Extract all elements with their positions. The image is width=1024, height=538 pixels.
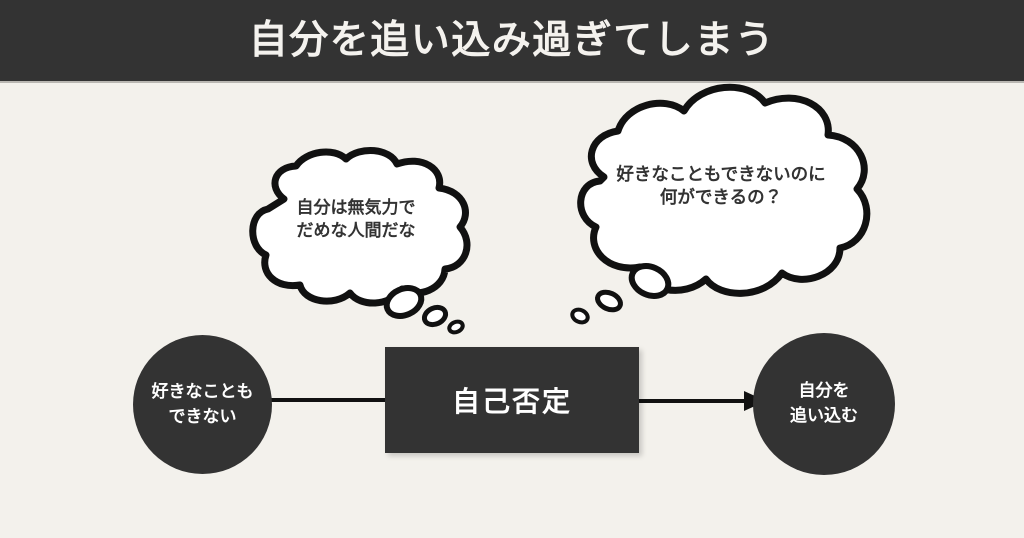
thought-tail-bubble-1 [383,285,425,319]
thought-bubble-right-shape [570,83,871,325]
connector-line [258,398,390,402]
thought-tail-bubble-2 [595,289,623,313]
flow-node-left: 好きなことも できない [133,335,272,474]
page-title: 自分を追い込み過ぎてしまう [248,19,776,62]
diagram-canvas: 自分は無気力で だめな人間だな 好きなこともできないのに 何ができるの？ 好きな… [0,83,1024,538]
thought-tail-bubble-2 [421,304,449,328]
header-bar: 自分を追い込み過ぎてしまう [0,0,1024,83]
thought-bubble-left-text: 自分は無気力で だめな人間だな [296,198,416,240]
thought-bubble-left: 自分は無気力で だめな人間だな [222,146,490,335]
thought-bubble-left-shape [249,146,471,335]
connector-left-to-center [258,398,390,403]
connector-line [634,399,750,403]
flow-node-right: 自分を 追い込む [753,333,895,475]
thought-bubble-right-text: 好きなこともできないのに 何ができるの？ [616,164,826,208]
thought-bubble-right: 好きなこともできないのに 何ができるの？ [552,83,890,325]
thought-tail-bubble-1 [628,263,672,299]
thought-tail-bubble-3 [570,307,590,325]
thought-tail-bubble-3 [447,319,465,335]
flow-node-center: 自己否定 [385,347,639,453]
